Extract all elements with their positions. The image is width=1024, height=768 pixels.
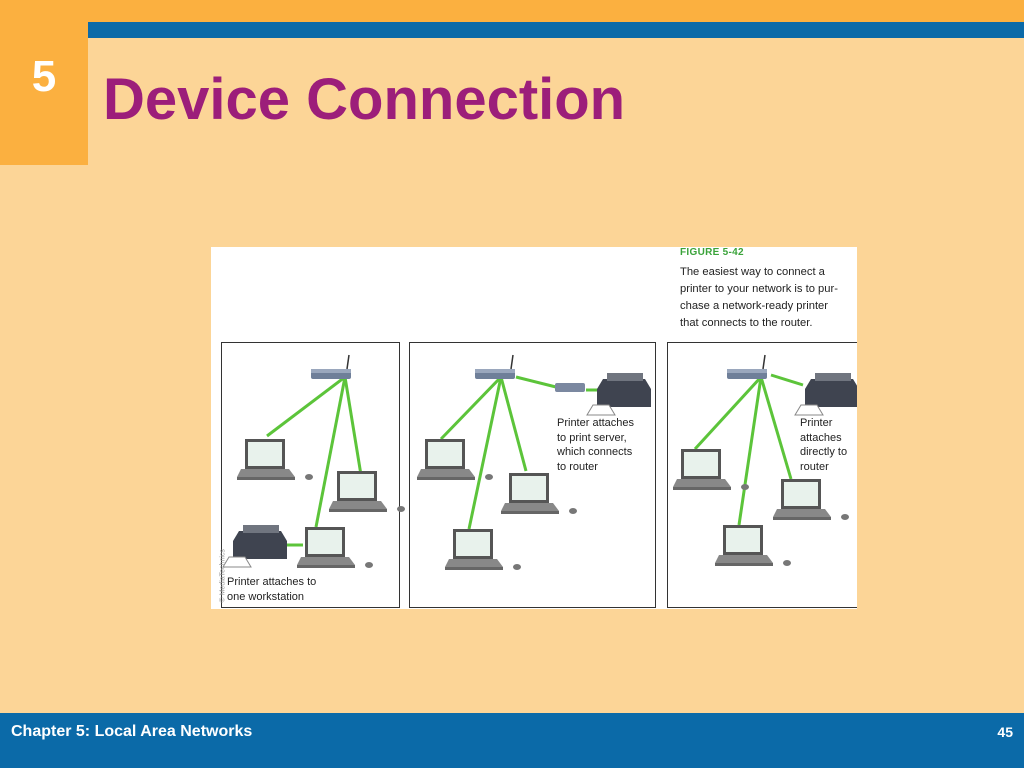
top-blue-bar: [88, 22, 1024, 38]
footer-chapter-title: Chapter 5: Local Area Networks: [11, 723, 253, 740]
panel1-caption: Printer attaches to one workstation: [227, 576, 317, 603]
panel3-network: [673, 354, 857, 566]
image-credit: © MediaTechnics: [219, 549, 227, 603]
page-number: 45: [997, 724, 1013, 740]
figure-label: FIGURE 5-42: [680, 247, 744, 258]
slide-title: Device Connection: [103, 67, 626, 132]
footer-bar: [0, 713, 1024, 768]
network-diagram: [222, 354, 857, 570]
top-accent-bar: [0, 0, 1024, 22]
panel3-caption: Printer attaches directly to router: [800, 417, 848, 473]
chapter-badge: 5: [0, 0, 88, 165]
chapter-number: 5: [31, 52, 57, 101]
panel2-caption: Printer attaches to print server, which …: [557, 417, 635, 473]
figure-caption: The easiest way to connect a printer to …: [680, 266, 838, 329]
panel1-network: [222, 354, 405, 568]
figure: FIGURE 5-42 The easiest way to connect a…: [211, 247, 857, 609]
panel2-network: [417, 354, 652, 570]
